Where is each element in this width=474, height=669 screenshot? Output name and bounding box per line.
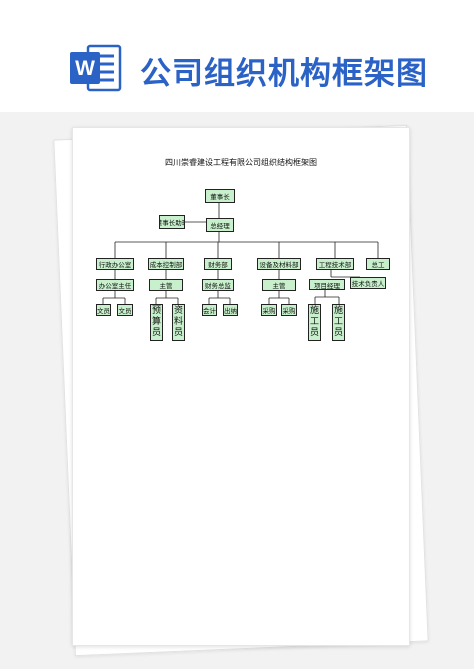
dept-cost-control-box: 成本控制部 — [148, 258, 184, 270]
budgeter-box: 预 算 员 — [150, 304, 163, 341]
cost-head-box: 主管 — [149, 279, 183, 291]
constructor-box-2: 施 工 员 — [332, 304, 345, 341]
purchaser-box-1: 采购 — [261, 304, 277, 316]
document-page: 四川崇睿建设工程有限公司组织结构框架图 — [72, 127, 410, 646]
tech-lead-box: 技术负责人 — [350, 277, 386, 289]
chairman-box: 董事长 — [205, 189, 235, 203]
chairman-assistant-box: 董事长助理 — [159, 215, 185, 229]
clerk-box-1: 文员 — [96, 304, 111, 316]
dept-engineering-box: 工程技术部 — [316, 258, 354, 270]
svg-text:W: W — [75, 57, 95, 80]
word-icon: W — [70, 44, 122, 92]
equipment-head-box: 主管 — [262, 279, 296, 291]
data-clerk-box: 资 料 员 — [172, 304, 185, 341]
banner-title: 公司组织机构框架图 — [140, 56, 428, 92]
chief-engineer-box: 总工 — [366, 258, 390, 270]
admin-head-box: 办公室主任 — [96, 279, 134, 291]
constructor-box-1: 施 工 员 — [308, 304, 321, 341]
clerk-box-2: 文员 — [117, 304, 133, 316]
header-banner: W 公司组织机构框架图 — [0, 0, 474, 112]
finance-head-box: 财务总监 — [202, 279, 234, 291]
general-manager-box: 总经理 — [206, 218, 234, 232]
project-manager-box: 项目经理 — [309, 279, 345, 290]
dept-equipment-box: 设备及材料部 — [257, 258, 301, 270]
cashier-box: 出纳 — [223, 304, 238, 316]
document-title: 四川崇睿建设工程有限公司组织结构框架图 — [165, 158, 317, 167]
dept-finance-box: 财务部 — [204, 258, 232, 270]
purchaser-box-2: 采购 — [281, 304, 297, 316]
connector-lines — [102, 203, 379, 304]
dept-admin-box: 行政办公室 — [96, 258, 134, 270]
accountant-box: 会计 — [202, 304, 217, 316]
